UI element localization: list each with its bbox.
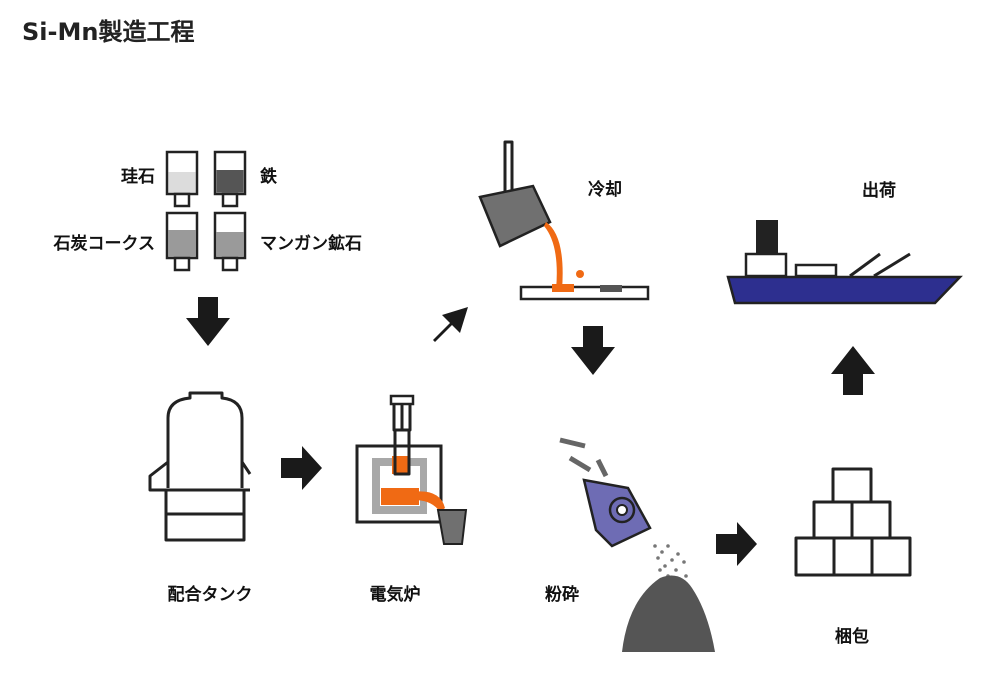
casting-bed-icon xyxy=(519,284,650,301)
page-title: Si-Mn製造工程 xyxy=(22,18,194,46)
mixing-tank-icon xyxy=(148,391,252,542)
arrow-down-icon xyxy=(186,297,230,346)
crushed-particles-icon xyxy=(653,544,688,578)
hopper-mangan-icon xyxy=(213,211,247,272)
label-konpou: 梱包 xyxy=(835,626,869,647)
hopper-tetsu-icon xyxy=(213,150,247,208)
label-mangan-kouseki: マンガン鉱石 xyxy=(260,233,362,254)
arrow-right-icon xyxy=(716,522,757,566)
hopper-keiseki-icon xyxy=(165,150,199,208)
arrow-up-icon xyxy=(831,346,875,395)
label-denkiro: 電気炉 xyxy=(370,584,421,605)
arrow-right-icon xyxy=(281,446,322,490)
crusher-icon xyxy=(559,437,652,548)
arrow-diagonal-icon xyxy=(433,307,468,342)
ladle-pouring-icon xyxy=(478,140,584,290)
label-reikyaku: 冷却 xyxy=(588,179,622,200)
packed-boxes-icon xyxy=(794,467,912,577)
crushed-pile-icon xyxy=(622,575,715,652)
label-funsai: 粉砕 xyxy=(545,584,579,605)
label-haigou-tank: 配合タンク xyxy=(168,584,253,605)
electric-furnace-icon xyxy=(355,394,468,545)
ship-icon xyxy=(726,220,963,305)
label-shukka: 出荷 xyxy=(862,180,896,201)
arrow-down-icon xyxy=(571,326,615,375)
hopper-coke-icon xyxy=(165,211,199,272)
label-sekitan-coke: 石炭コークス xyxy=(53,233,156,254)
label-tetsu: 鉄 xyxy=(260,166,277,187)
label-keiseki: 珪石 xyxy=(121,166,155,187)
